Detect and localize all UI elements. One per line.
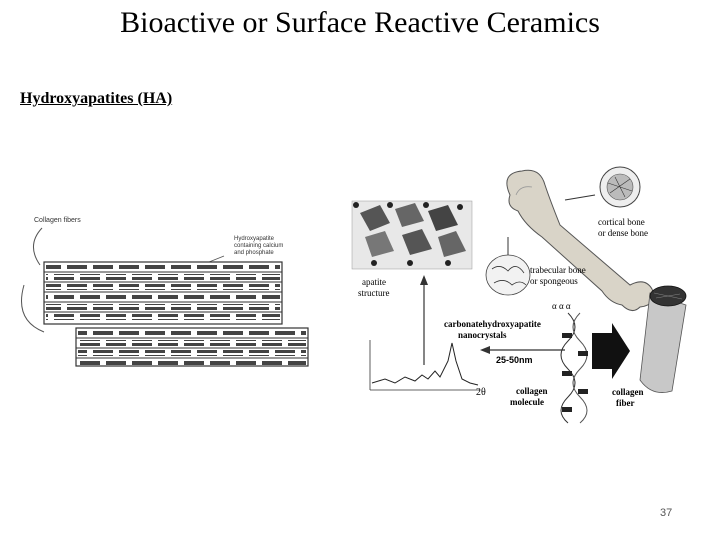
collagen-molecule-helix xyxy=(560,312,588,424)
collagen-molecule-label-2: molecule xyxy=(510,397,544,407)
cortical-bone-label-2: or dense bone xyxy=(598,228,648,238)
fiber-bundle-lower xyxy=(75,327,309,367)
collagen-fiber-label-1: collagen xyxy=(612,387,644,397)
hydroxyapatite-label-1: Hydroxyapatite xyxy=(234,236,275,242)
cortical-bone-section xyxy=(599,166,641,208)
slide-page-number: 37 xyxy=(660,507,673,519)
collagen-fibers-label: Collagen fibers xyxy=(34,217,81,224)
collagen-hydroxyapatite-diagram: Collagen fibers Hydroxyapatite containin… xyxy=(21,217,309,367)
trabecular-bone-image xyxy=(485,254,531,296)
collagen-fiber-cylinder xyxy=(639,285,687,393)
alpha-label: α α α xyxy=(552,301,571,311)
big-arrow-icon xyxy=(592,323,630,379)
collagen-fiber-label-2: fiber xyxy=(616,398,635,408)
two-theta-label: 2θ xyxy=(476,387,486,398)
slide-title: Bioactive or Surface Reactive Ceramics xyxy=(120,6,600,39)
hydroxyapatite-label-3: and phosphate xyxy=(234,250,274,256)
slide-subtitle: Hydroxyapatites (HA) xyxy=(20,90,173,107)
apatite-label-2: structure xyxy=(358,288,390,298)
trabecular-label-2: or spongeous xyxy=(530,276,578,286)
bone-hierarchy-diagram: cortical bone or dense bone apatite stru… xyxy=(351,166,687,424)
collagen-molecule-label-1: collagen xyxy=(516,386,548,396)
apatite-label-1: apatite xyxy=(362,277,386,287)
arrow-curve-bottom xyxy=(21,284,45,333)
apatite-crystal-image xyxy=(351,200,473,270)
xrd-spectrum-plot xyxy=(369,340,480,391)
carbonate-label-1: carbonatehydroxyapatite xyxy=(444,319,541,329)
fiber-bundle-upper xyxy=(43,261,283,325)
arrow-curve-top xyxy=(33,227,43,266)
hydroxyapatite-label-2: containing calcium xyxy=(234,243,283,249)
trabecular-label-1: trabecular bone xyxy=(530,265,586,275)
carbonate-label-2: nanocrystals xyxy=(458,330,507,340)
size-label: 25-50nm xyxy=(496,355,533,365)
cortical-bone-label-1: cortical bone xyxy=(598,217,645,227)
